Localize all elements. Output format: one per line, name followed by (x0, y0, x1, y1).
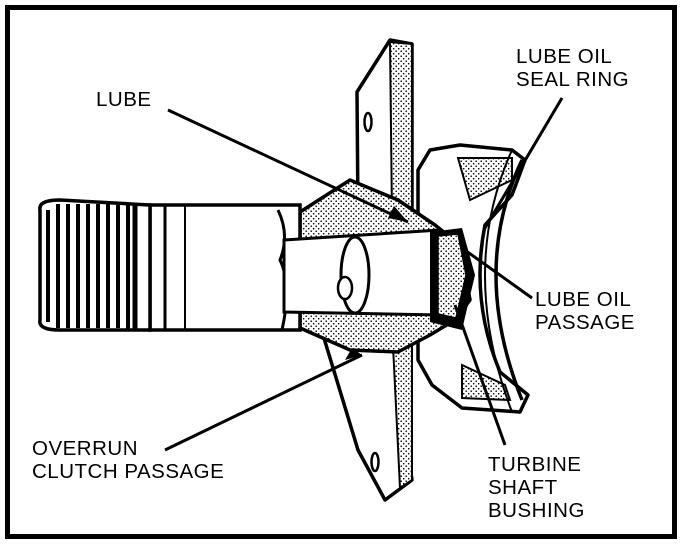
label-lube-oil-passage: LUBE OIL PASSAGE (535, 288, 635, 334)
diagram-border (5, 5, 677, 539)
leader-lines (164, 97, 564, 452)
label-lube: LUBE (96, 88, 152, 111)
label-overrun-clutch-passage: OVERRUN CLUTCH PASSAGE (32, 437, 225, 483)
support-plate-upper-section (388, 40, 413, 216)
label-lube-oil-seal-ring: LUBE OIL SEAL RING (516, 45, 630, 91)
label-turbine-shaft-bushing: TURBINE SHAFT BUSHING (488, 453, 585, 522)
turbine-shaft (148, 203, 302, 332)
